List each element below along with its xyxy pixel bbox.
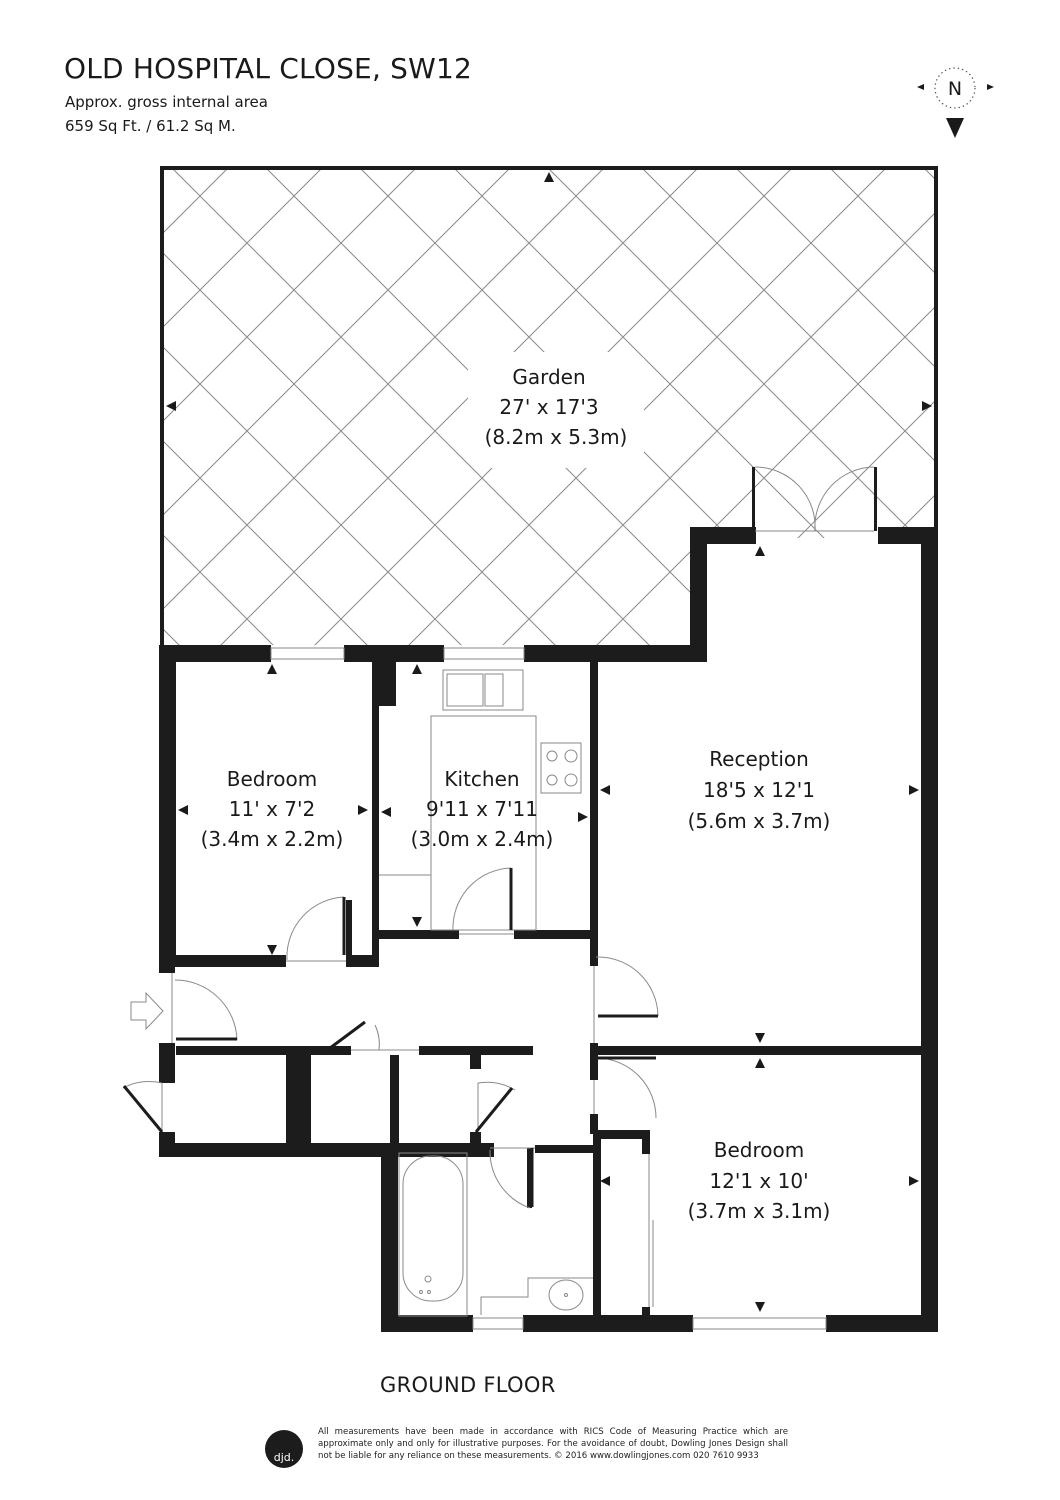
- floor-label: GROUND FLOOR: [380, 1373, 556, 1397]
- svg-text:Kitchen: Kitchen: [444, 767, 519, 791]
- entrance-arrow-icon: [130, 991, 164, 1031]
- svg-text:11' x 7'2: 11' x 7'2: [229, 797, 315, 821]
- svg-text:(5.6m x 3.7m): (5.6m x 3.7m): [688, 809, 831, 833]
- svg-text:(3.4m x 2.2m): (3.4m x 2.2m): [201, 827, 344, 851]
- svg-text:9'11 x 7'11: 9'11 x 7'11: [426, 797, 538, 821]
- svg-text:(8.2m x 5.3m): (8.2m x 5.3m): [485, 425, 628, 449]
- north-compass-icon: N: [917, 67, 994, 138]
- walls: [159, 467, 938, 1332]
- djd-logo: djd.: [265, 1430, 303, 1468]
- svg-text:(3.7m x 3.1m): (3.7m x 3.1m): [688, 1199, 831, 1223]
- dimension-arrows: [166, 172, 932, 1312]
- room-bedroom1-label: Bedroom 11' x 7'2 (3.4m x 2.2m): [201, 767, 344, 851]
- fixtures: [122, 466, 875, 1330]
- svg-text:Reception: Reception: [709, 747, 809, 771]
- svg-text:18'5 x 12'1: 18'5 x 12'1: [703, 778, 815, 802]
- area-label: Approx. gross internal area: [65, 93, 268, 111]
- svg-text:27' x 17'3: 27' x 17'3: [499, 395, 598, 419]
- room-kitchen-label: Kitchen 9'11 x 7'11 (3.0m x 2.4m): [411, 767, 554, 851]
- room-bedroom2-label: Bedroom 12'1 x 10' (3.7m x 3.1m): [688, 1138, 831, 1223]
- svg-text:(3.0m x 2.4m): (3.0m x 2.4m): [411, 827, 554, 851]
- svg-text:Garden: Garden: [512, 365, 585, 389]
- garden-area: [160, 166, 938, 645]
- room-garden-label: Garden 27' x 17'3 (8.2m x 5.3m): [485, 365, 628, 449]
- area-value: 659 Sq Ft. / 61.2 Sq M.: [65, 117, 236, 135]
- svg-text:12'1 x 10': 12'1 x 10': [709, 1169, 808, 1193]
- compass-letter: N: [948, 78, 962, 100]
- svg-text:Bedroom: Bedroom: [227, 767, 317, 791]
- door-leaves: [122, 868, 658, 1207]
- disclaimer-text: All measurements have been made in accor…: [318, 1427, 788, 1461]
- room-reception-label: Reception 18'5 x 12'1 (5.6m x 3.7m): [688, 747, 831, 833]
- svg-text:Bedroom: Bedroom: [714, 1138, 804, 1162]
- property-title: OLD HOSPITAL CLOSE, SW12: [64, 52, 473, 85]
